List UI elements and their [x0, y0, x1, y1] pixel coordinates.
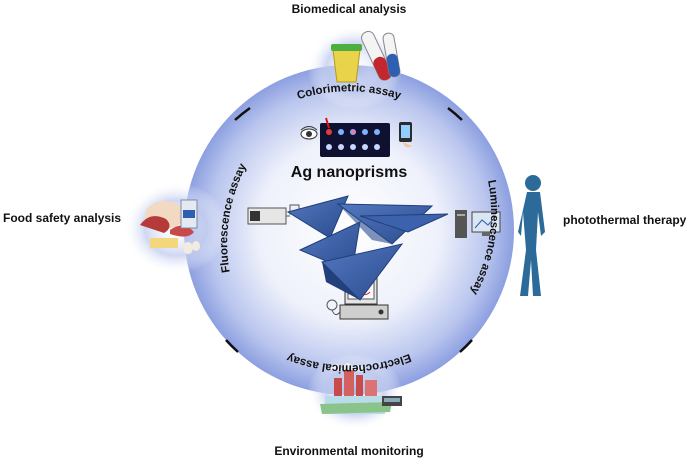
- smartphone-icon: [399, 122, 412, 148]
- human-silhouette-icon: [518, 175, 545, 296]
- city-pollution-icon: [320, 361, 402, 414]
- ring-separators: [225, 106, 473, 353]
- outer-label-bottom: Environmental monitoring: [274, 444, 424, 458]
- test-tube-icon: [361, 30, 401, 81]
- outer-label-right: photothermal therapy: [563, 213, 687, 227]
- outer-label-left: Food safety analysis: [3, 211, 122, 225]
- eye-icon: [300, 126, 318, 140]
- well-plate-icon: [320, 117, 390, 157]
- cup-icon: [331, 44, 362, 83]
- ag-nanoprisms-graphic: [286, 195, 449, 301]
- center-title: Ag nanoprisms: [290, 164, 408, 181]
- computer-icon: [455, 210, 501, 238]
- outer-label-top: Biomedical analysis: [291, 2, 407, 16]
- food-icon: [140, 199, 200, 254]
- spectrometer-icon: [247, 204, 300, 225]
